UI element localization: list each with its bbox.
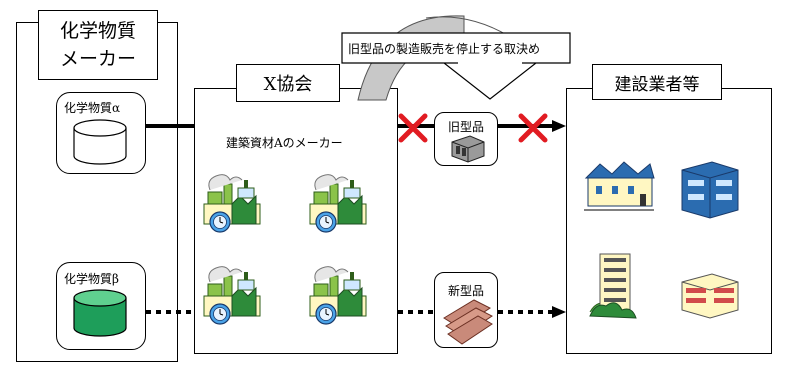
old-product-arrowhead <box>552 120 566 132</box>
association-title: X協会 <box>263 74 313 95</box>
association-title-box: X協会 <box>236 64 340 102</box>
association-members-caption: 建築資材Aのメーカー <box>226 136 343 150</box>
apartment-icon <box>681 161 739 219</box>
chemical-alpha-cylinder-icon <box>73 119 127 165</box>
school-building-icon <box>681 273 739 319</box>
agreement-callout-text: 旧型品の製造販売を停止する取決め <box>348 42 541 56</box>
new-product-label: 新型品 <box>448 284 485 298</box>
factory-icon <box>203 174 261 233</box>
new-product-tiles-icon <box>443 299 493 345</box>
chemical-alpha-label: 化学物質α <box>64 101 121 115</box>
chemical-beta-label: 化学物質β <box>64 272 119 286</box>
chemical-makers-title-line2: メーカー <box>59 48 136 70</box>
factory-icon <box>309 174 367 233</box>
chemical-beta-cylinder-icon <box>73 289 127 337</box>
builders-title-box: 建設業者等 <box>592 64 722 100</box>
house-row-icon <box>584 161 655 211</box>
factory-icon <box>203 266 261 325</box>
tower-building-icon <box>589 253 637 319</box>
chemical-makers-title-box: 化学物質 メーカー <box>38 10 158 80</box>
new-product-arrowhead <box>552 306 566 318</box>
builders-title: 建設業者等 <box>614 74 700 95</box>
old-product-label: 旧型品 <box>448 120 485 134</box>
factory-icon <box>309 266 367 325</box>
agreement-callout <box>341 32 571 100</box>
chemical-makers-title-line1: 化学物質 <box>59 20 136 42</box>
old-product-block-icon <box>451 135 485 163</box>
